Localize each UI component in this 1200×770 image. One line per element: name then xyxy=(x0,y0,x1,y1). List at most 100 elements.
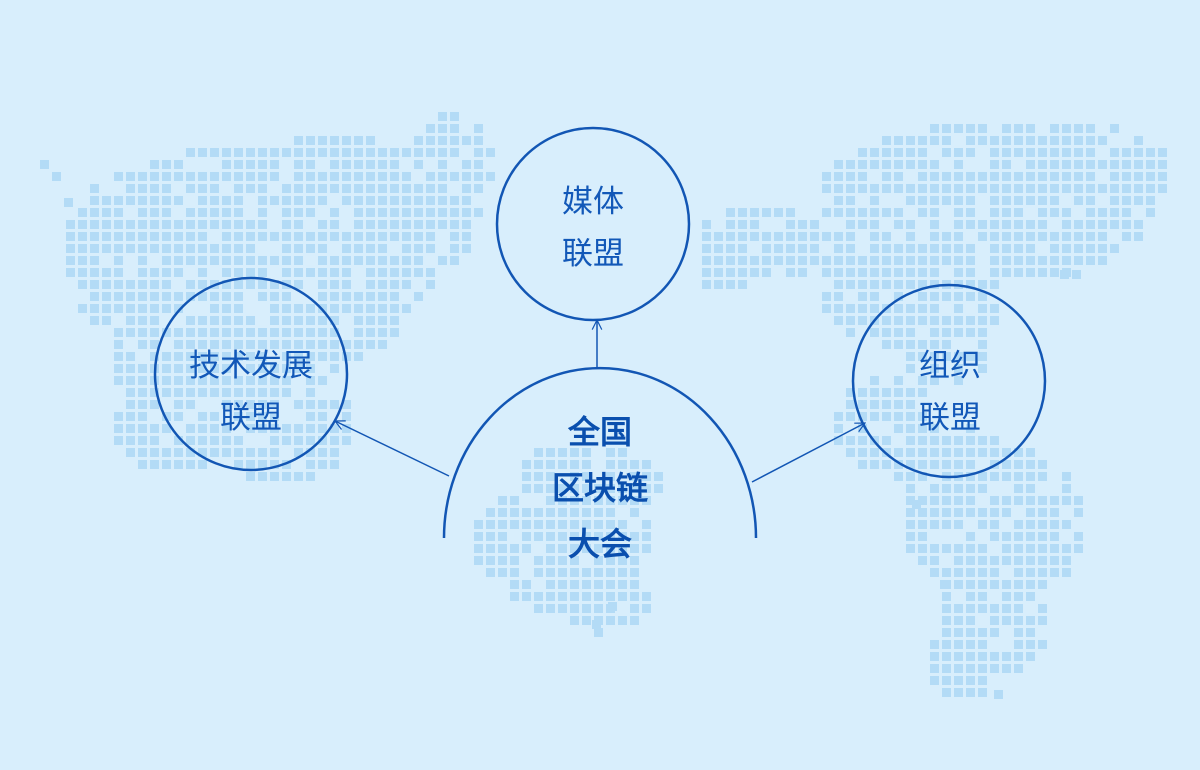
map-dot xyxy=(426,196,435,205)
map-dot xyxy=(126,352,135,361)
map-dot xyxy=(774,256,783,265)
map-dot xyxy=(894,328,903,337)
map-dot xyxy=(774,208,783,217)
map-dot xyxy=(282,268,291,277)
map-dot xyxy=(294,172,303,181)
map-dot xyxy=(954,208,963,217)
map-dot xyxy=(930,352,939,361)
map-dot xyxy=(570,544,579,553)
map-dot xyxy=(1050,508,1059,517)
map-dot xyxy=(318,436,327,445)
map-dot xyxy=(1122,148,1131,157)
map-dot xyxy=(918,172,927,181)
map-dot xyxy=(726,268,735,277)
map-dot xyxy=(1158,148,1167,157)
map-dot xyxy=(1062,544,1071,553)
map-dot xyxy=(570,568,579,577)
map-dot xyxy=(306,400,315,409)
map-dot xyxy=(1098,208,1107,217)
map-dot xyxy=(870,148,879,157)
map-dot xyxy=(114,196,123,205)
map-dot xyxy=(546,544,555,553)
map-dot xyxy=(222,268,231,277)
map-dot xyxy=(714,256,723,265)
map-dot xyxy=(234,340,243,349)
map-dot xyxy=(954,640,963,649)
map-dot xyxy=(966,136,975,145)
map-dot xyxy=(858,160,867,169)
map-dot xyxy=(978,484,987,493)
map-dot xyxy=(1014,448,1023,457)
map-dot xyxy=(894,208,903,217)
map-dot xyxy=(390,304,399,313)
map-dot xyxy=(234,256,243,265)
map-dot xyxy=(1074,172,1083,181)
map-dot xyxy=(918,412,927,421)
map-dot xyxy=(390,328,399,337)
map-dot xyxy=(1002,472,1011,481)
map-dot xyxy=(1062,256,1071,265)
map-dot xyxy=(150,184,159,193)
map-dot xyxy=(906,148,915,157)
map-dot xyxy=(198,184,207,193)
map-dot xyxy=(318,220,327,229)
map-dot xyxy=(66,232,75,241)
map-dot xyxy=(918,544,927,553)
map-dot xyxy=(894,388,903,397)
map-dot xyxy=(294,436,303,445)
map-dot xyxy=(978,340,987,349)
map-dot xyxy=(522,592,531,601)
map-dot xyxy=(186,424,195,433)
map-dot xyxy=(630,616,639,625)
map-dot xyxy=(294,472,303,481)
map-dot xyxy=(462,220,471,229)
map-dot xyxy=(354,256,363,265)
map-dot xyxy=(534,568,543,577)
map-dot xyxy=(954,544,963,553)
map-dot xyxy=(1014,256,1023,265)
map-dot xyxy=(162,292,171,301)
map-dot xyxy=(498,508,507,517)
map-dot xyxy=(174,436,183,445)
map-dot xyxy=(222,232,231,241)
map-dot xyxy=(1050,196,1059,205)
map-dot xyxy=(294,424,303,433)
map-dot xyxy=(930,136,939,145)
map-dot xyxy=(966,280,975,289)
map-dot xyxy=(438,148,447,157)
map-dot xyxy=(1038,196,1047,205)
map-dot xyxy=(90,232,99,241)
map-dot xyxy=(282,340,291,349)
map-dot xyxy=(882,136,891,145)
map-dot xyxy=(942,148,951,157)
map-dot xyxy=(906,436,915,445)
map-dot xyxy=(174,232,183,241)
map-dot xyxy=(186,232,195,241)
map-dot xyxy=(858,280,867,289)
map-dot xyxy=(882,256,891,265)
map-dot xyxy=(942,340,951,349)
map-dot xyxy=(282,352,291,361)
map-dot xyxy=(630,604,639,613)
map-dot xyxy=(258,292,267,301)
map-dot xyxy=(522,460,531,469)
map-dot xyxy=(426,208,435,217)
map-dot xyxy=(558,448,567,457)
map-dot xyxy=(390,292,399,301)
map-dot xyxy=(282,424,291,433)
map-dot xyxy=(954,580,963,589)
map-dot xyxy=(1074,508,1083,517)
map-dot xyxy=(210,448,219,457)
map-dot xyxy=(426,124,435,133)
map-dot xyxy=(222,424,231,433)
map-dot xyxy=(486,556,495,565)
map-dot xyxy=(570,604,579,613)
map-dot xyxy=(1038,460,1047,469)
map-dot xyxy=(534,556,543,565)
map-dot xyxy=(1110,148,1119,157)
map-dot xyxy=(918,244,927,253)
map-dot xyxy=(606,592,615,601)
map-dot xyxy=(966,436,975,445)
map-dot xyxy=(858,460,867,469)
